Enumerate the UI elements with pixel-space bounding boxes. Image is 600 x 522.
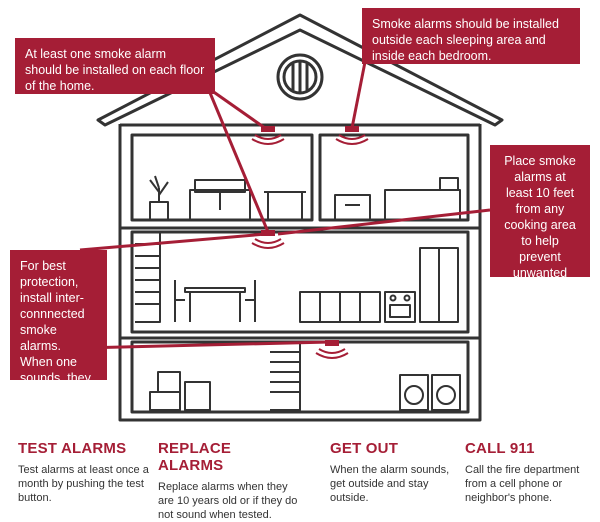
boxes-icon	[149, 371, 211, 411]
house-outline	[118, 124, 482, 422]
plant-icon	[149, 175, 169, 221]
tip-text: When the alarm sounds, get outside and s…	[330, 464, 450, 504]
attic-window	[276, 53, 324, 101]
callout-sleeping-area-text: Smoke alarms should be installed outside…	[372, 17, 559, 63]
callout-kitchen-distance-text: Place smoke alarms at least 10 feet from…	[504, 154, 576, 296]
callout-each-floor-text: At least one smoke alarm should be insta…	[25, 47, 205, 93]
callout-interconnected-text: For best protection, install inter-connn…	[20, 259, 91, 401]
tip-title: TEST ALARMS	[18, 440, 127, 457]
tip-replace-alarms: REPLACE ALARMS Replace alarms when they …	[158, 440, 298, 522]
smoke-alarm-icon	[251, 230, 285, 249]
nightstand-icon	[334, 194, 371, 221]
smoke-alarm-icon	[251, 126, 285, 145]
sofa-icon	[189, 179, 251, 221]
roof	[96, 13, 504, 127]
tip-title: REPLACE ALARMS	[158, 440, 232, 474]
tip-text: Call the fire department from a cell pho…	[465, 464, 580, 504]
fridge-icon	[419, 247, 459, 323]
callout-interconnected: For best protection, install inter-connn…	[10, 250, 107, 401]
tip-title: CALL 911	[465, 440, 535, 457]
tip-title: GET OUT	[330, 440, 399, 457]
dining-table-icon	[174, 280, 256, 322]
stove-icon	[384, 291, 416, 323]
tip-call-911: CALL 911 Call the fire department from a…	[465, 440, 590, 505]
tip-test-alarms: TEST ALARMS Test alarms at least once a …	[18, 440, 158, 505]
smoke-alarm-icon	[335, 126, 369, 145]
side-table-icon	[264, 191, 306, 220]
bed-icon	[384, 177, 461, 221]
kitchen-counter-icon	[299, 291, 381, 323]
tip-text: Test alarms at least once a month by pus…	[18, 464, 149, 504]
smoke-alarm-icon	[315, 340, 349, 359]
callout-kitchen-distance: Place smoke alarms at least 10 feet from…	[490, 145, 590, 296]
house-illustration	[79, 13, 504, 422]
callout-each-floor: At least one smoke alarm should be insta…	[15, 38, 215, 94]
stairs-basement	[270, 341, 301, 411]
callout-sleeping-area: Smoke alarms should be installed outside…	[362, 8, 580, 64]
dryer-icon	[431, 374, 461, 411]
tip-get-out: GET OUT When the alarm sounds, get outsi…	[330, 440, 455, 505]
callout-pointers	[79, 61, 491, 350]
tip-text: Replace alarms when they are 10 years ol…	[158, 481, 298, 521]
washer-icon	[399, 374, 429, 411]
